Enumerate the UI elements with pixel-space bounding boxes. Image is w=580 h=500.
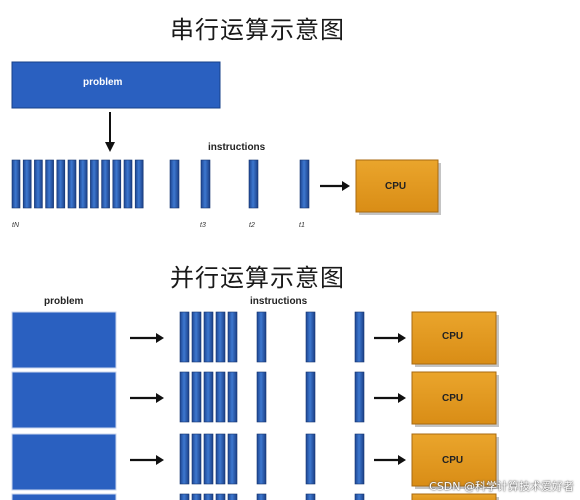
serial-instruction-bar: [123, 159, 133, 209]
serial-instruction-bar: [67, 159, 77, 209]
serial-tick-tn: tN: [12, 222, 19, 229]
parallel-instruction-bar: [354, 433, 365, 485]
serial-instruction-bar: [248, 159, 259, 209]
right-arrow-icon: [374, 393, 406, 403]
parallel-cpu-box: [411, 311, 499, 367]
down-arrow-icon: [105, 112, 115, 152]
serial-instruction-bar: [34, 159, 43, 209]
serial-instruction-bar: [112, 159, 122, 209]
right-arrow-icon: [374, 333, 406, 343]
parallel-instruction-bar: [179, 433, 190, 485]
parallel-diagram: [11, 311, 499, 500]
serial-problem-label: problem: [83, 77, 123, 88]
parallel-instruction-bar: [203, 433, 214, 485]
parallel-instruction-bar: [227, 311, 238, 363]
serial-diagram: [11, 61, 441, 215]
serial-instructions-label: instructions: [208, 142, 266, 153]
serial-instruction-bar: [78, 159, 88, 209]
serial-instruction-bar: [56, 159, 66, 209]
parallel-instruction-bar: [227, 433, 238, 485]
parallel-instruction-bar: [191, 433, 202, 485]
parallel-instructions-label: instructions: [250, 296, 308, 307]
serial-tick-t2: t2: [249, 222, 255, 229]
parallel-instruction-bar: [305, 371, 316, 423]
parallel-cpu-label-3: CPU: [442, 455, 464, 466]
right-arrow-icon: [374, 455, 406, 465]
parallel-instruction-bar: [354, 371, 365, 423]
right-arrow-icon: [130, 393, 164, 403]
parallel-title: 并行运算示意图: [170, 264, 345, 292]
parallel-instruction-bar: [203, 371, 214, 423]
parallel-instruction-bar: [354, 311, 365, 363]
right-arrow-icon: [130, 333, 164, 343]
parallel-instruction-bar: [215, 311, 226, 363]
serial-title: 串行运算示意图: [170, 16, 345, 44]
parallel-instruction-bar: [256, 311, 267, 363]
parallel-cpu-label-2: CPU: [442, 393, 464, 404]
parallel-instruction-bar: [354, 493, 365, 500]
parallel-instruction-bar: [179, 311, 190, 363]
parallel-cpu-box: [411, 371, 499, 427]
parallel-instruction-bar: [256, 433, 267, 485]
serial-tick-t1: t1: [299, 222, 305, 229]
parallel-instruction-bar: [215, 371, 226, 423]
serial-instruction-bar: [22, 159, 32, 209]
parallel-cpu-box: [411, 433, 499, 489]
watermark: CSDN @科学计算技术爱好者: [429, 480, 574, 493]
serial-cpu-box: [355, 159, 441, 215]
parallel-cpu-label-1: CPU: [442, 331, 464, 342]
parallel-instruction-bar: [203, 311, 214, 363]
parallel-instruction-bar: [215, 493, 226, 500]
serial-instruction-bar: [45, 159, 54, 209]
parallel-instruction-bar: [256, 493, 267, 500]
right-arrow-icon: [130, 455, 164, 465]
parallel-instruction-bar: [191, 311, 202, 363]
parallel-instruction-bar: [191, 371, 202, 423]
serial-instruction-bar: [169, 159, 180, 209]
parallel-instruction-bar: [305, 493, 316, 500]
parallel-cpu-box: [411, 493, 499, 500]
serial-cpu-label: CPU: [385, 181, 407, 192]
parallel-instruction-bar: [179, 493, 190, 500]
right-arrow-icon: [320, 181, 350, 191]
parallel-problem-segment: [11, 493, 117, 500]
serial-instruction-bar: [90, 159, 99, 209]
serial-problem-box: [11, 61, 221, 109]
serial-instruction-bar: [134, 159, 144, 209]
parallel-instruction-bar: [227, 371, 238, 423]
serial-instruction-bar: [200, 159, 211, 209]
serial-tick-t3: t3: [200, 222, 206, 229]
parallel-instruction-bar: [179, 371, 190, 423]
parallel-instruction-bar: [191, 493, 202, 500]
parallel-instruction-bar: [305, 311, 316, 363]
parallel-problem-segment: [11, 311, 117, 369]
parallel-problem-segment: [11, 371, 117, 429]
parallel-instruction-bar: [227, 493, 238, 500]
parallel-problem-segment: [11, 433, 117, 491]
serial-instruction-bar: [11, 159, 21, 209]
parallel-instruction-bar: [305, 433, 316, 485]
parallel-instruction-bar: [203, 493, 214, 500]
serial-instruction-bar: [101, 159, 110, 209]
parallel-instruction-bar: [256, 371, 267, 423]
parallel-problem-label: problem: [44, 296, 84, 307]
parallel-instruction-bar: [215, 433, 226, 485]
serial-instruction-bar: [299, 159, 310, 209]
